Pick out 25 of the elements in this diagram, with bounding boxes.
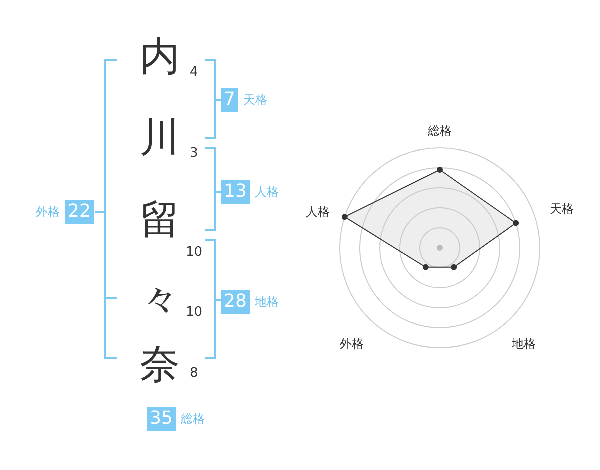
category-label: 外格: [36, 204, 60, 220]
kanji-character: 内: [140, 37, 180, 77]
score-badge: 28: [221, 290, 250, 314]
axis-label: 総格: [428, 123, 452, 140]
stroke-count: 10: [186, 245, 203, 260]
stroke-count: 4: [190, 65, 198, 80]
stroke-count: 8: [190, 366, 198, 381]
score-badge: 7: [221, 88, 238, 112]
category-label: 総格: [180, 410, 205, 428]
axis-label: 地格: [512, 336, 536, 353]
category-label: 天格: [243, 92, 268, 108]
kanji-character: 奈: [140, 345, 180, 385]
category-label: 人格: [254, 184, 279, 200]
score-badge: 13: [221, 180, 250, 204]
kanji-character: 川: [140, 118, 180, 158]
axis-label: 天格: [550, 201, 574, 218]
kanji-character: 々: [140, 280, 180, 320]
stroke-count: 10: [186, 305, 203, 320]
axis-label: 外格: [340, 336, 364, 353]
stroke-count: 3: [190, 146, 198, 161]
score-badge: 22: [65, 200, 94, 224]
axis-label: 人格: [306, 204, 330, 221]
kanji-character: 留: [140, 200, 180, 240]
score-badge: 35: [147, 407, 176, 431]
category-label: 地格: [254, 294, 279, 310]
